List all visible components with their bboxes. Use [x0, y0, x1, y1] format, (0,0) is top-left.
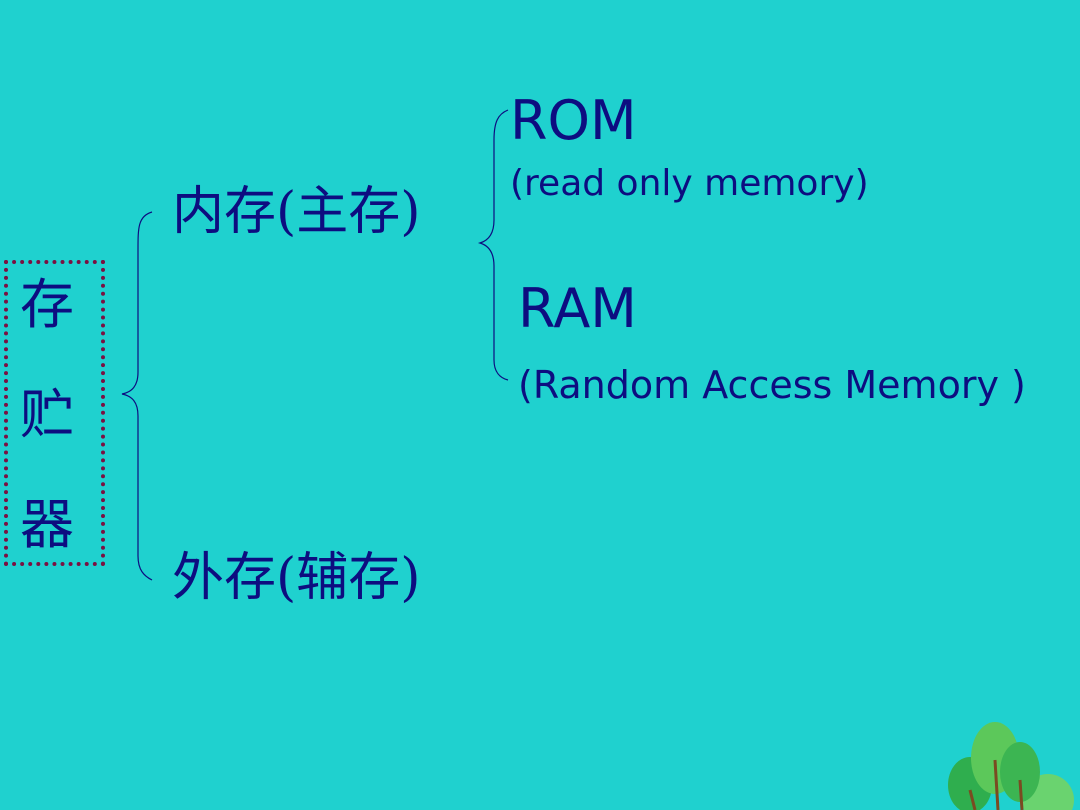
rom-subtitle: (read only memory) — [510, 163, 869, 204]
ram-title: RAM — [518, 277, 637, 340]
ram-subtitle: (Random Access Memory ) — [518, 363, 1026, 407]
internal-memory-label: 内存(主存) — [172, 182, 421, 242]
root-char-1: 存 — [20, 273, 74, 336]
brace-right — [477, 109, 509, 381]
root-box: 存 贮 器 — [4, 260, 105, 566]
root-char-3: 器 — [20, 493, 74, 556]
rom-title: ROM — [510, 89, 637, 152]
external-memory-label: 外存(辅存) — [172, 548, 421, 608]
brace-left — [121, 211, 153, 581]
tree-icon — [948, 722, 1074, 810]
root-char-2: 贮 — [20, 383, 74, 446]
